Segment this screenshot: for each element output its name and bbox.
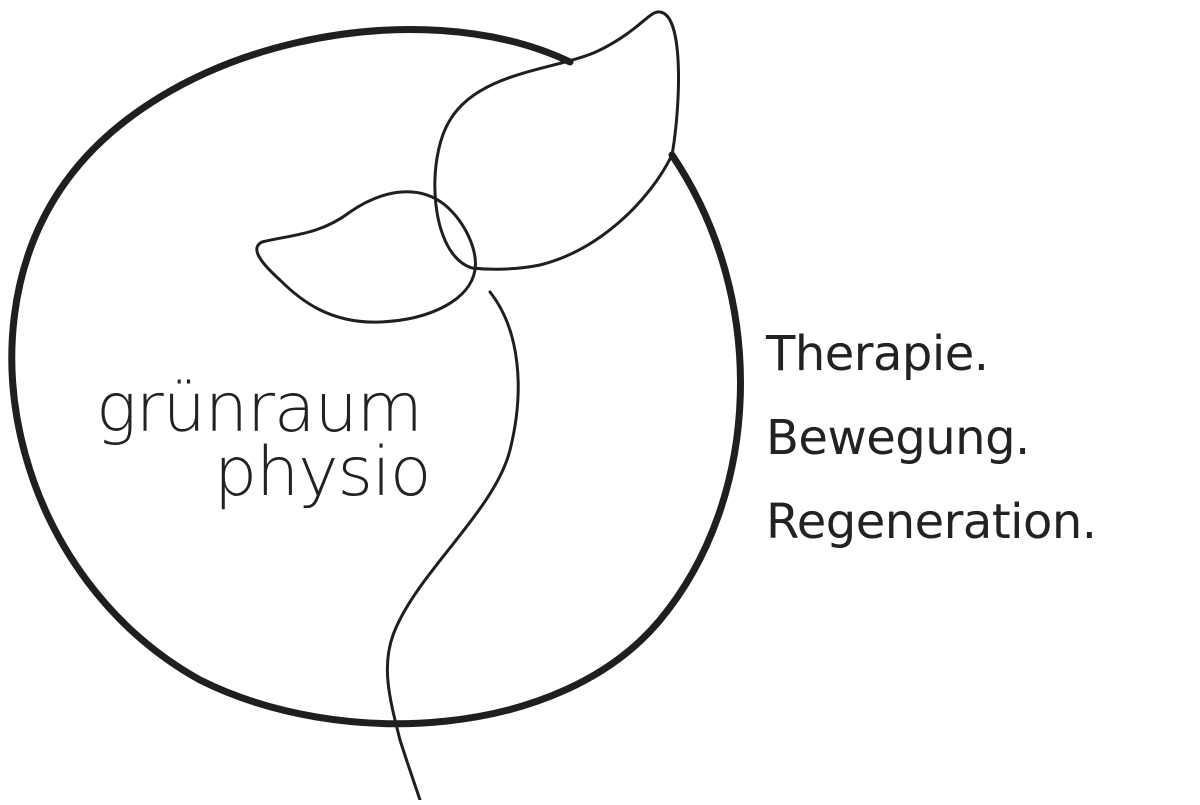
- brand-line-2: physio: [214, 433, 431, 512]
- logo-circle-icon: [8, 26, 744, 728]
- stem-icon: [385, 290, 520, 802]
- small-leaf-icon: [255, 190, 477, 324]
- tagline: Therapie. Bewegung. Regeneration.: [766, 312, 1097, 564]
- tagline-line-1: Therapie.: [766, 326, 989, 382]
- tagline-line-2: Bewegung.: [766, 410, 1030, 466]
- brand-line-1: grünraum: [96, 369, 423, 448]
- large-leaf-icon: [433, 10, 681, 271]
- brand-name: grünraum physio: [96, 369, 456, 512]
- tagline-line-3: Regeneration.: [766, 494, 1097, 550]
